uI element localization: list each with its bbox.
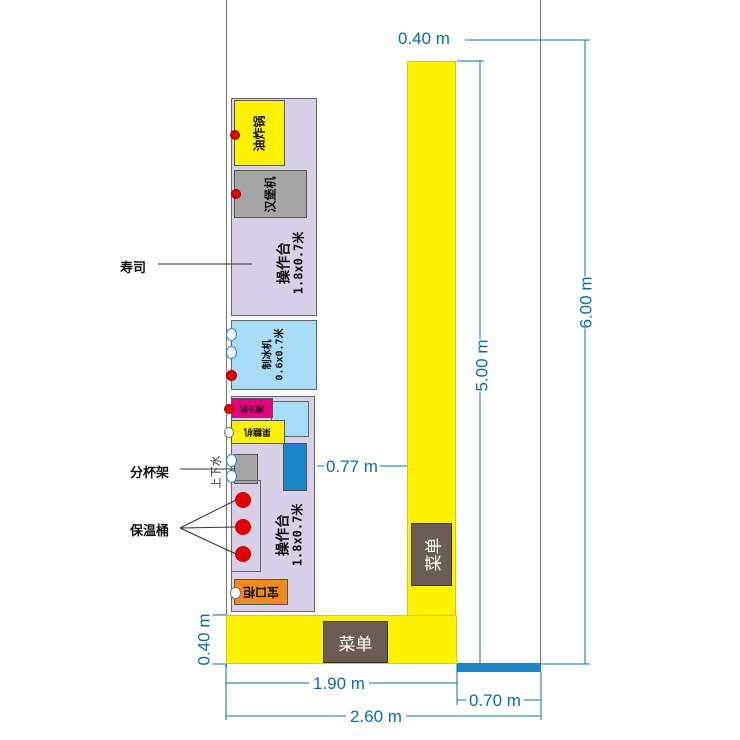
burger-machine-label: 汉堡机 [263, 175, 278, 213]
storage-cabinet: 宝口柜 [234, 579, 288, 605]
juicer-label: 榨汁机 [240, 403, 264, 413]
horizontal-menu-board: 菜单 [323, 621, 388, 663]
dim-6m-label-wrap: 6.00 m [566, 267, 606, 337]
fryer-label: 油炸锅 [252, 114, 267, 152]
workbench-upper-size: 1.8x0.7米 [291, 231, 306, 295]
dim-total-width-label: 2.60 m [346, 708, 406, 725]
red-outlet-1 [230, 130, 240, 140]
dim-bottom-depth-label-wrap: 0.40 m [184, 608, 224, 670]
right-wall-line [540, 0, 541, 667]
dim-6m-label: 6.00 m [576, 276, 596, 328]
ice-maker-name: 制冰机 [262, 339, 274, 369]
workbench-upper-name: 操作台 [276, 242, 293, 284]
red-outlet-3 [226, 370, 237, 381]
dim-gap-label: 0.77 m [324, 457, 380, 476]
vertical-menu-text: 菜单 [424, 537, 444, 572]
dim-bottom-depth-label: 0.40 m [194, 613, 214, 665]
bucket-leader-3 [179, 527, 237, 555]
grey-outlet-1 [224, 427, 234, 438]
grey-outlet-2 [230, 587, 241, 599]
workbench-upper-label: 操作台 1.8x0.7米 [262, 228, 320, 298]
workbench-lower-label: 操作台 1.8x0.7米 [262, 500, 318, 570]
workbench-lower-name: 操作台 [275, 514, 292, 556]
dim-extension-label: 0.70 m [466, 692, 524, 709]
horizontal-menu-text: 菜单 [338, 634, 373, 655]
fructose-machine: 果糖机 [231, 420, 285, 444]
bucket-leader-2 [179, 526, 237, 529]
fructose-machine-label: 果糖机 [244, 425, 272, 436]
cup-rack-label: 分杯架 [130, 466, 170, 481]
insulated-bucket-1 [235, 492, 251, 508]
workbench-lower-size: 1.8x0.7米 [290, 503, 305, 567]
dim-inner-width-label: 1.90 m [309, 675, 369, 692]
red-outlet-4 [224, 404, 234, 414]
ice-maker-label: 制冰机 0.6x0.7米 [246, 322, 302, 386]
bucket-leader-1 [179, 499, 237, 529]
insulated-bucket-2 [235, 519, 251, 535]
dim-top-width-label: 0.40 m [398, 29, 450, 48]
burger-machine: 汉堡机 [234, 170, 307, 218]
blue-extension-bar [457, 663, 541, 672]
juicer: 榨汁机 [231, 398, 273, 418]
blue-outlet-3 [226, 454, 237, 467]
storage-cabinet-label: 宝口柜 [242, 584, 279, 599]
ice-maker-size: 0.6x0.7米 [274, 327, 285, 381]
dim-5m-label: 5.00 m [472, 339, 492, 391]
water-supply-label: 上下水 [209, 455, 222, 489]
sushi-label: 寿司 [120, 261, 147, 276]
red-outlet-2 [231, 189, 241, 199]
dim-5m-label-wrap: 5.00 m [462, 335, 502, 395]
blue-outlet-2 [226, 346, 237, 359]
fryer: 油炸锅 [234, 100, 285, 166]
insulated-bucket-3 [235, 546, 251, 562]
blue-dispenser [283, 443, 307, 491]
vertical-menu-board: 菜单 [411, 523, 452, 586]
insulated-bucket-label: 保温桶 [130, 524, 170, 539]
blue-outlet-1 [226, 328, 237, 341]
blue-outlet-4 [226, 470, 237, 483]
